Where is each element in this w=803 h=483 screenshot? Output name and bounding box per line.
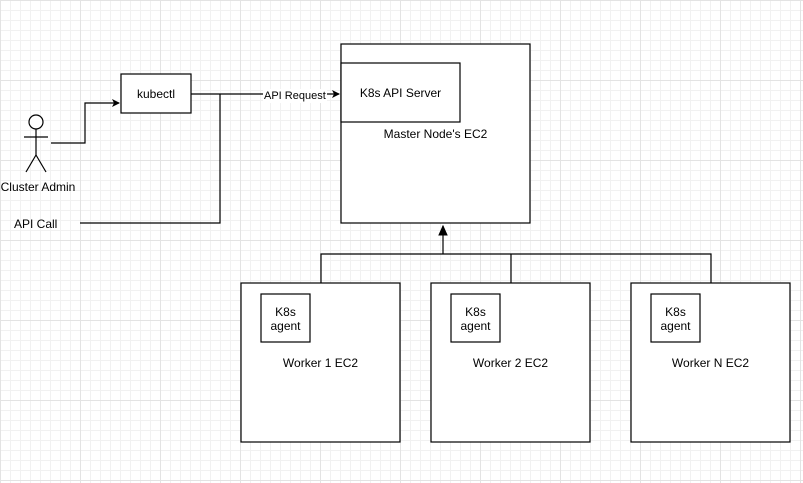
- worker-2-agent-label-line1: K8s: [465, 305, 486, 319]
- cluster-admin-label: Cluster Admin: [0, 180, 76, 194]
- worker-2-agent-label: K8s agent: [451, 305, 500, 333]
- kubectl-label: kubectl: [136, 87, 176, 101]
- master-node-label: Master Node's EC2: [383, 127, 488, 141]
- edge-admin-to-kubectl[interactable]: [51, 99, 120, 144]
- edge-api-call[interactable]: [80, 94, 221, 224]
- worker-1-agent-label-line2: agent: [270, 319, 301, 333]
- worker-1-label: Worker 1 EC2: [282, 356, 359, 370]
- worker-n-agent-label-line1: K8s: [665, 305, 686, 319]
- edge-workers-to-master[interactable]: [320, 226, 712, 283]
- worker-n-agent-label-line2: agent: [660, 319, 691, 333]
- worker-2-agent-box[interactable]: [450, 293, 501, 343]
- worker-2-label: Worker 2 EC2: [472, 356, 549, 370]
- worker-n-label: Worker N EC2: [671, 356, 750, 370]
- worker-1-agent-label-line1: K8s: [275, 305, 296, 319]
- worker-n-agent-label: K8s agent: [651, 305, 700, 333]
- worker-n-agent-box[interactable]: [650, 293, 701, 343]
- edge-workers-arrow-icon: [438, 224, 448, 236]
- api-server-box[interactable]: [340, 62, 461, 123]
- worker-1-agent-label: K8s agent: [261, 305, 310, 333]
- api-request-label: API Request: [263, 89, 327, 103]
- worker-1-agent-box[interactable]: [260, 293, 311, 343]
- api-call-label: API Call: [14, 217, 58, 231]
- cluster-admin-actor-icon[interactable]: [24, 114, 48, 173]
- api-server-label: K8s API Server: [359, 86, 442, 100]
- worker-2-agent-label-line2: agent: [460, 319, 491, 333]
